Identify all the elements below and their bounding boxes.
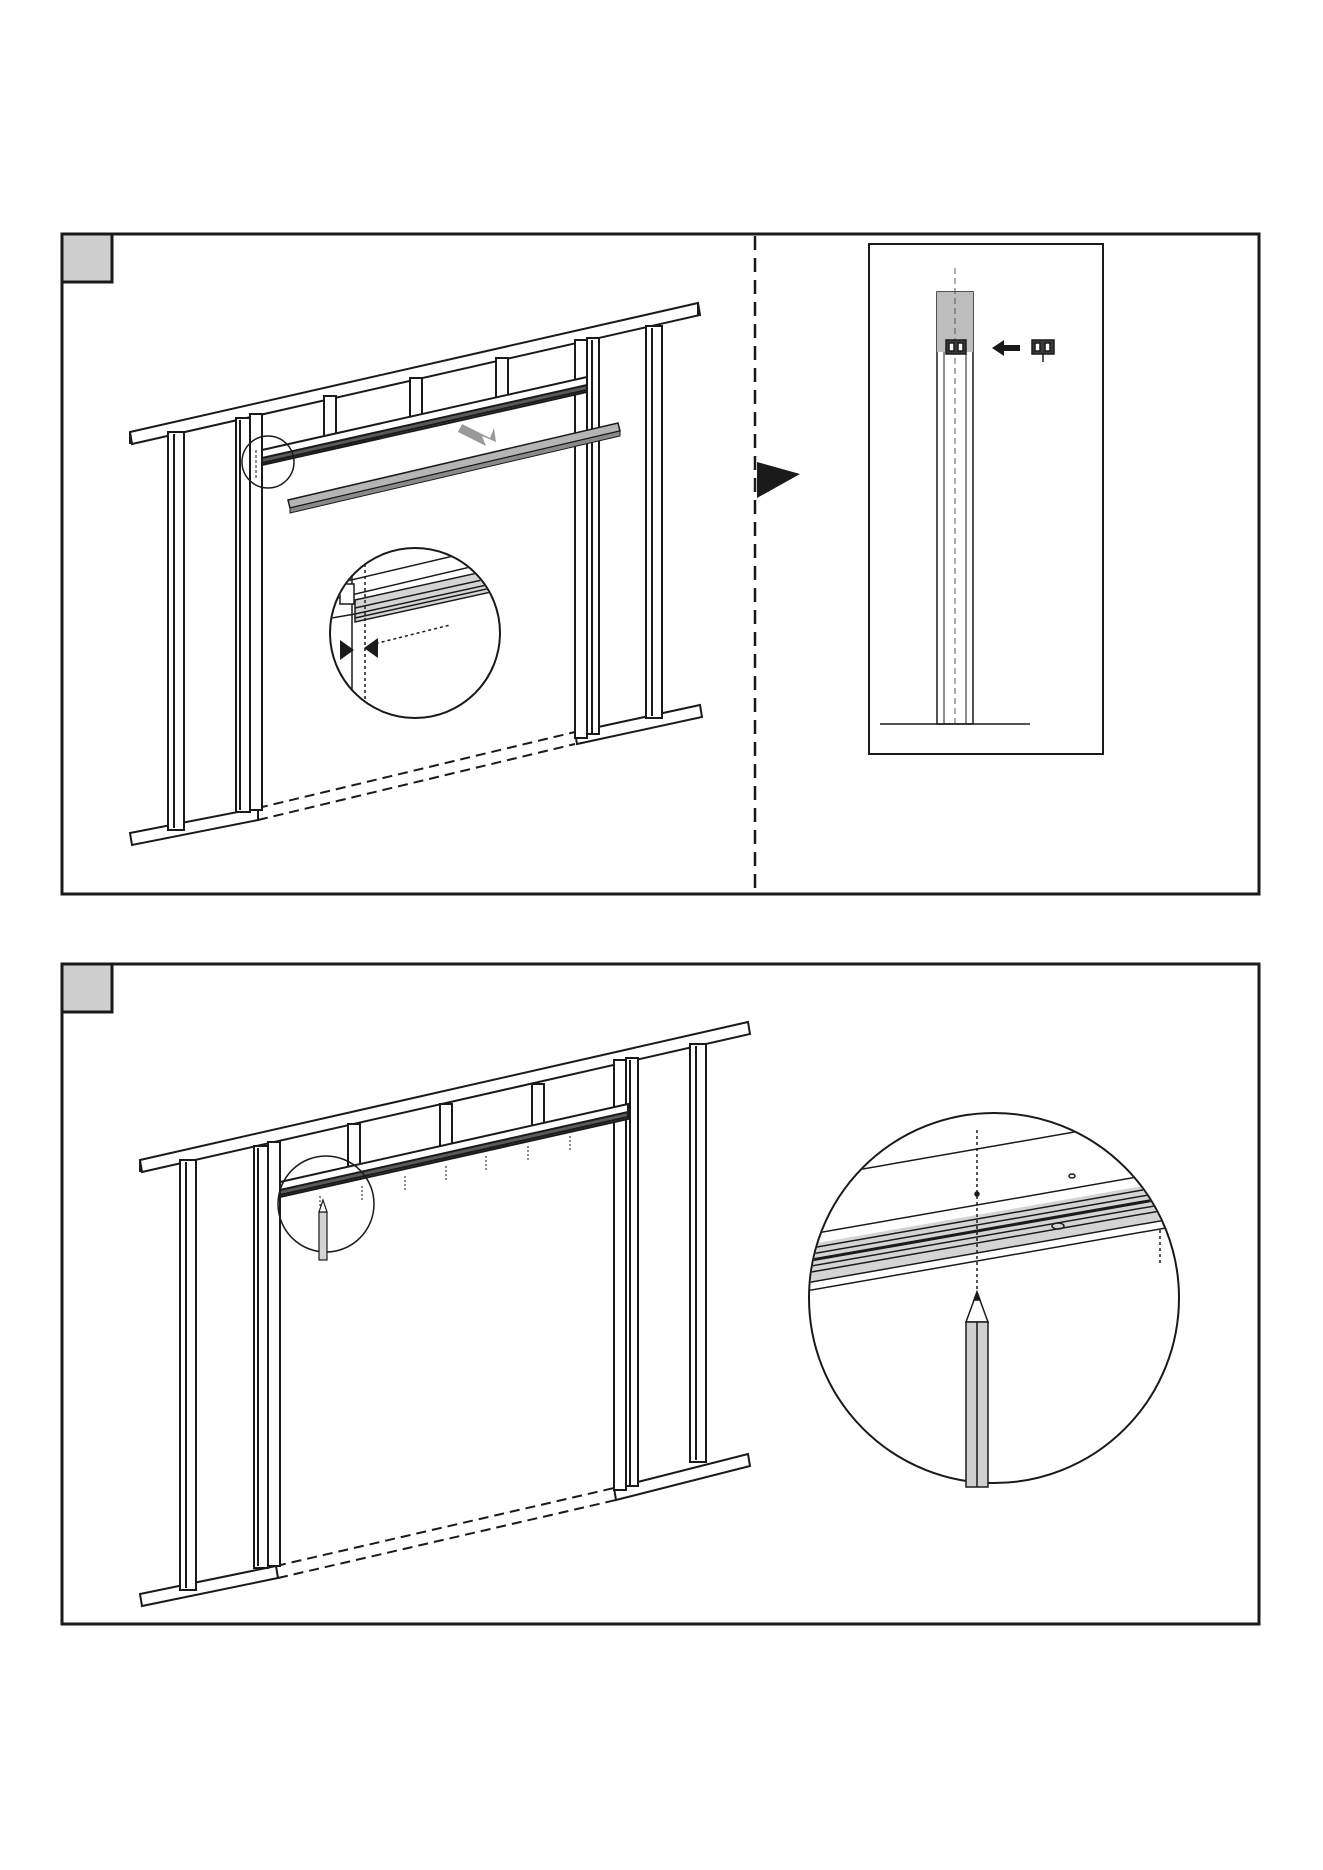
stud-left-outer	[168, 432, 184, 830]
end-cap-icon	[946, 340, 966, 354]
next-step-arrow-icon	[757, 462, 800, 498]
stud-left-inner-b	[250, 414, 262, 810]
end-cap-detail-panel	[869, 244, 1103, 754]
pencil-icon-small	[319, 1200, 327, 1260]
step-2-wall-frame	[140, 1022, 750, 1606]
pencil-icon	[966, 1292, 988, 1487]
direction-arrow-icon	[458, 424, 496, 446]
bottom-plate-left	[130, 808, 258, 845]
step-2-panel	[62, 964, 1259, 1624]
step-2-badge	[62, 964, 112, 1012]
stud-right-inner-a	[575, 340, 587, 738]
pencil-marking-magnifier	[800, 1110, 1200, 1487]
spacing-detail-magnifier	[320, 540, 500, 720]
stud-left-inner-a	[236, 418, 250, 812]
step-1-panel	[62, 234, 1259, 894]
stud-right-outer	[646, 326, 662, 718]
step-1-badge	[62, 234, 112, 282]
